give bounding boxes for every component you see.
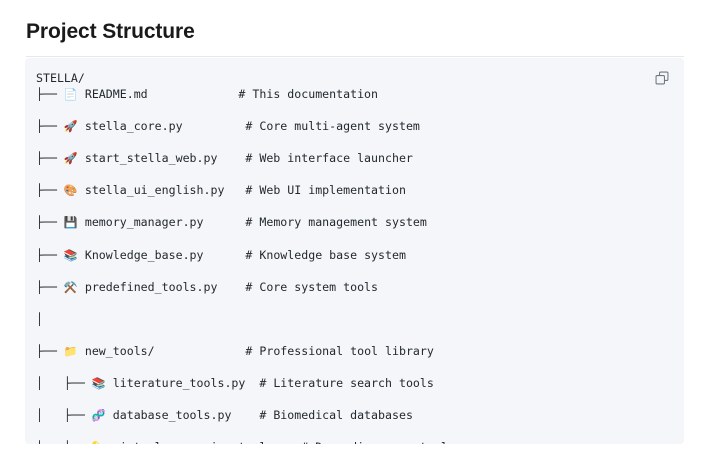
tree-icon-gap bbox=[106, 408, 113, 422]
tree-branch-prefix: ├── bbox=[36, 343, 64, 358]
page-title: Project Structure bbox=[26, 20, 195, 43]
tree-item-comment: # Literature search tools bbox=[259, 375, 434, 390]
tree-icon-gap bbox=[78, 344, 85, 358]
tree-branch-prefix: │ ├── bbox=[36, 440, 92, 444]
tree-item-name[interactable]: database_tools.py bbox=[112, 407, 232, 422]
tree-column-pad bbox=[217, 280, 245, 294]
tree-branch-prefix: ├── bbox=[36, 279, 64, 294]
tree-row: ├── 🚀 stella_core.py # Core multi-agent … bbox=[36, 118, 684, 134]
tree-row: ├── 📚 Knowledge_base.py # Knowledge base… bbox=[36, 247, 684, 263]
tree-icon-gap bbox=[106, 440, 113, 444]
tree-item-icon: 🧬 bbox=[91, 408, 106, 422]
tree-icon-gap bbox=[78, 248, 85, 262]
tree-row: ├── ⚒️ predefined_tools.py # Core system… bbox=[36, 279, 684, 295]
tree-icon-gap bbox=[78, 183, 85, 197]
tree-item-name[interactable]: virtual_screening_tools.py bbox=[113, 440, 294, 444]
tree-item-name[interactable]: literature_tools.py bbox=[112, 375, 246, 390]
tree-item-comment: # Web interface launcher bbox=[245, 151, 413, 166]
tree-branch-prefix: │ bbox=[36, 311, 43, 326]
tree-item-icon: 📄 bbox=[63, 88, 78, 102]
tree-root-label: STELLA/ bbox=[36, 71, 85, 85]
tree-branch-prefix: ├── bbox=[36, 183, 64, 198]
tree-item-comment: # Web UI implementation bbox=[245, 183, 406, 198]
tree-spacer-row: │ bbox=[36, 311, 684, 327]
tree-item-comment: # Core multi-agent system bbox=[245, 119, 420, 134]
tree-row: ├── 🎨 stella_ui_english.py # Web UI impl… bbox=[36, 182, 684, 198]
tree-icon-gap bbox=[78, 280, 85, 294]
tree-column-pad bbox=[204, 215, 246, 229]
tree-item-name[interactable]: stella_core.py bbox=[84, 119, 183, 134]
tree-column-pad bbox=[224, 183, 245, 197]
tree-column-pad bbox=[245, 376, 259, 390]
tree-item-icon: 📚 bbox=[63, 248, 78, 262]
tree-row: ├── 📁 new_tools/ # Professional tool lib… bbox=[36, 343, 684, 359]
tree-column-pad bbox=[155, 344, 246, 358]
tree-row: │ ├── 💊 virtual_screening_tools.py # Dru… bbox=[36, 439, 684, 444]
tree-item-comment: # Professional tool library bbox=[245, 343, 434, 358]
tree-item-name[interactable]: start_stella_web.py bbox=[84, 151, 218, 166]
tree-item-name[interactable]: stella_ui_english.py bbox=[84, 183, 225, 198]
tree-item-comment: # Memory management system bbox=[245, 215, 427, 230]
tree-item-icon: 💾 bbox=[63, 216, 78, 230]
tree-item-comment: # Core system tools bbox=[245, 279, 379, 294]
tree-row: │ ├── 📚 literature_tools.py # Literature… bbox=[36, 375, 684, 391]
tree-item-icon: 📁 bbox=[63, 344, 78, 358]
tree-column-pad bbox=[148, 87, 239, 101]
tree-branch-prefix: ├── bbox=[36, 151, 64, 166]
tree-row: ├── 🚀 start_stella_web.py # Web interfac… bbox=[36, 150, 684, 166]
tree-item-name[interactable]: Knowledge_base.py bbox=[84, 247, 204, 262]
tree-item-comment: # Drug discovery tools bbox=[301, 440, 455, 444]
tree-item-icon: 🎨 bbox=[63, 184, 78, 198]
tree-column-pad bbox=[204, 248, 246, 262]
tree-column-pad bbox=[183, 119, 246, 133]
tree-item-name[interactable]: README.md bbox=[84, 87, 148, 102]
tree-item-comment: # Biomedical databases bbox=[259, 407, 413, 422]
title-divider bbox=[26, 56, 684, 58]
tree-item-icon: 🚀 bbox=[63, 152, 78, 166]
copy-icon[interactable] bbox=[651, 67, 673, 89]
tree-item-name[interactable]: predefined_tools.py bbox=[84, 279, 218, 294]
tree-icon-gap bbox=[78, 119, 85, 133]
tree-icon-gap bbox=[106, 376, 113, 390]
tree-row: ├── 📄 README.md # This documentation bbox=[36, 86, 684, 102]
tree-icon-gap bbox=[78, 151, 85, 165]
tree-branch-prefix: ├── bbox=[36, 119, 64, 134]
tree-branch-prefix: │ ├── bbox=[36, 407, 92, 422]
tree-item-comment: # Knowledge base system bbox=[245, 247, 406, 262]
tree-branch-prefix: ├── bbox=[36, 247, 64, 262]
tree-branch-prefix: ├── bbox=[36, 87, 64, 102]
tree-icon-gap bbox=[78, 87, 85, 101]
tree-icon-gap bbox=[78, 215, 85, 229]
tree-branch-prefix: │ ├── bbox=[36, 375, 92, 390]
project-structure-code-block: STELLA/├── 📄 README.md # This documentat… bbox=[25, 58, 684, 444]
tree-item-icon: ⚒️ bbox=[63, 280, 78, 294]
tree-branch-prefix: ├── bbox=[36, 215, 64, 230]
tree-column-pad bbox=[217, 151, 245, 165]
tree-item-comment: # This documentation bbox=[238, 87, 379, 102]
tree-item-icon: 🚀 bbox=[63, 120, 78, 134]
directory-tree: STELLA/├── 📄 README.md # This documentat… bbox=[25, 58, 684, 444]
tree-item-name[interactable]: new_tools/ bbox=[84, 343, 155, 358]
tree-item-icon: 💊 bbox=[92, 441, 106, 444]
tree-column-pad bbox=[231, 408, 259, 422]
tree-item-name[interactable]: memory_manager.py bbox=[84, 215, 204, 230]
tree-row: │ ├── 🧬 database_tools.py # Biomedical d… bbox=[36, 407, 684, 423]
tree-root-row: STELLA/ bbox=[36, 70, 684, 86]
tree-row: ├── 💾 memory_manager.py # Memory managem… bbox=[36, 214, 684, 230]
tree-item-icon: 📚 bbox=[91, 376, 106, 390]
